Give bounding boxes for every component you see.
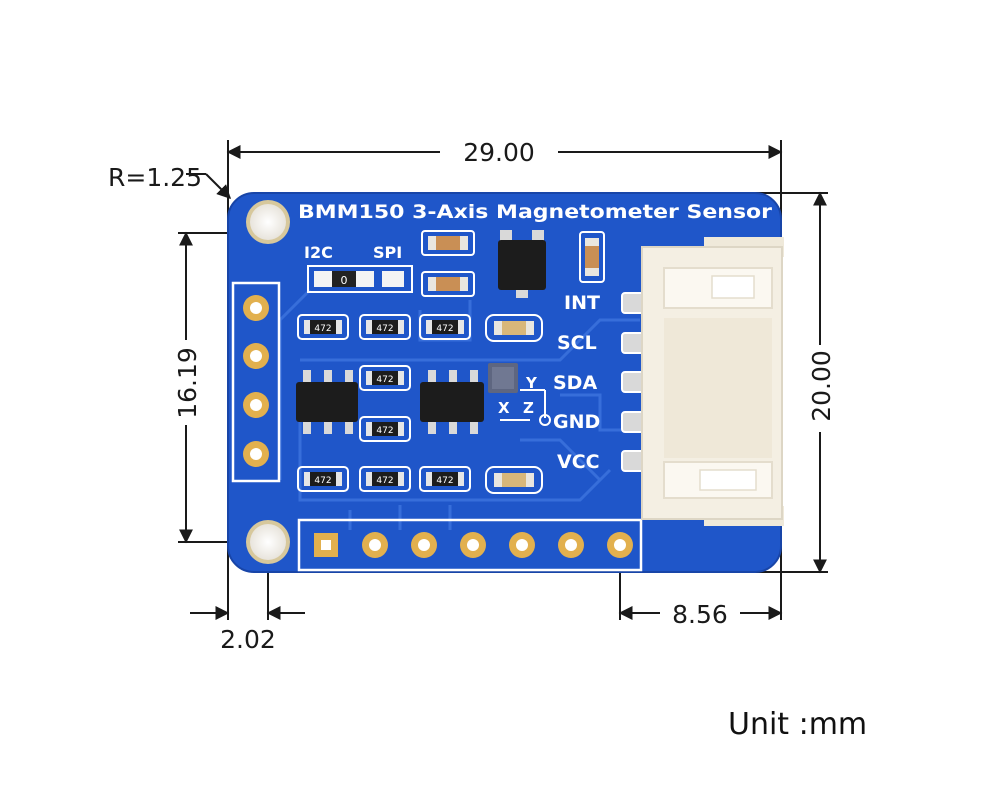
pin-label-int: INT — [564, 292, 600, 314]
pin-label-sda: SDA — [553, 372, 597, 394]
bottom-header-pads — [314, 532, 633, 558]
pin-offset-dimension-label: 8.56 — [672, 600, 728, 629]
pin-label-vcc: VCC — [557, 451, 600, 473]
resistor-code: 472 — [314, 324, 331, 334]
resistor-code: 472 — [436, 476, 453, 486]
level-shifter-chip-right — [420, 370, 484, 434]
resistor-code: 472 — [376, 375, 393, 385]
axis-z-label: Z — [523, 399, 534, 417]
resistor-code: 472 — [376, 324, 393, 334]
resistor-code: 472 — [376, 476, 393, 486]
resistor-code: 472 — [376, 426, 393, 436]
axis-x-label: X — [498, 399, 510, 417]
corner-radius-label: R=1.25 — [108, 163, 202, 192]
width-dimension-label: 29.00 — [463, 138, 535, 167]
voltage-regulator-chip — [498, 230, 546, 298]
hole-spacing-dimension-label: 16.19 — [173, 347, 202, 419]
hole-offset-dimension-label: 2.02 — [220, 625, 276, 654]
pin-label-scl: SCL — [557, 332, 597, 354]
level-shifter-chip-left — [296, 370, 358, 434]
i2c-label: I2C — [304, 243, 333, 262]
axis-indicator — [500, 389, 551, 426]
capacitors — [421, 230, 605, 297]
resistor-array: 472 472 472 472 472 472 472 472 — [297, 314, 471, 492]
resistor-code: 472 — [436, 324, 453, 334]
axis-y-label: Y — [525, 374, 538, 392]
jumper-code: 0 — [341, 274, 348, 287]
board-title: BMM150 3-Axis Magnetometer Sensor — [298, 201, 773, 223]
resistor-code: 472 — [314, 476, 331, 486]
left-header-pads — [243, 295, 269, 467]
spi-label: SPI — [373, 243, 402, 262]
jst-connector — [641, 237, 784, 526]
capacitors-right — [485, 314, 543, 494]
pin-label-gnd: GND — [553, 411, 600, 433]
height-dimension-label: 20.00 — [807, 350, 836, 422]
unit-label: Unit :mm — [728, 707, 868, 742]
